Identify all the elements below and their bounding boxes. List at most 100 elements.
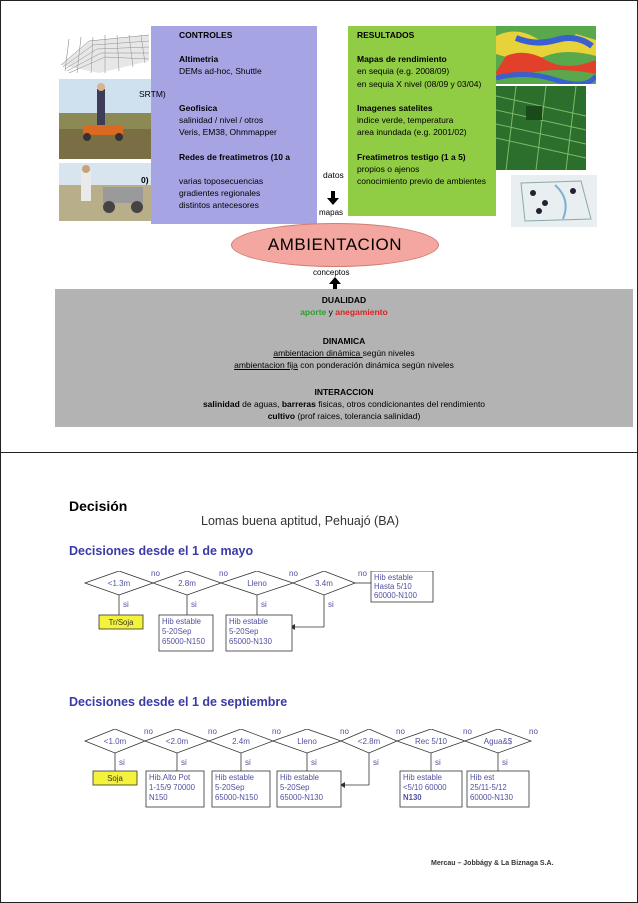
mayo-flowchart: <1.3m 2.8m Lleno 3.4m no no no no si si … [83, 571, 434, 652]
field-equipment-photo [59, 79, 151, 159]
mayo-outcome-1-label: Tr/Soja [109, 618, 135, 627]
mayo-si-3: si [261, 600, 267, 609]
sep-outcome-6-line-3: 60000-N130 [470, 793, 514, 802]
sep-diamond-7-label: Agua&$ [484, 737, 513, 746]
controles-line [179, 90, 290, 102]
sep-outcome-4 [276, 770, 342, 808]
piezometer-field-photo [59, 163, 151, 221]
resultados-line: propios o ajenos [357, 163, 420, 174]
interaccion-line1: salinidad de aguas, barreras fisicas, ot… [55, 398, 633, 410]
dinamica-line2: ambientacion fija con ponderación dinámi… [55, 359, 633, 371]
sep-diamond-4-label: Lleno [297, 737, 317, 746]
interaccion-l2-t: (prof raices, tolerancia salinidad) [295, 411, 421, 421]
controles-panel [151, 26, 317, 224]
sep-outcome-6-line-2: 25/11-5/12 [470, 783, 507, 792]
sep-no-1: no [144, 729, 153, 736]
dualidad-title: DUALIDAD [321, 295, 367, 305]
septiembre-flowchart: <1.0m <2.0m 2.4m Lleno <2.8m Rec 5/10 Ag… [83, 729, 538, 808]
up-arrow-icon [329, 277, 341, 291]
controles-line: Altimetria [179, 54, 219, 65]
sep-diamond-6-label: Rec 5/10 [415, 737, 448, 746]
controles-line: gradientes regionales [179, 188, 261, 199]
concepts-panel: DUALIDAD aporte y anegamiento DINAMICA a… [55, 289, 633, 427]
mayo-diamond-4-label: 3.4m [315, 579, 333, 588]
interaccion-title: INTERACCION [314, 387, 374, 397]
sep-outcome-2-line-2: 1-15/9 70000 [149, 783, 196, 792]
resultados-line: Imagenes satelites [357, 102, 433, 113]
mayo-outcome-2-line-3: 65000-N150 [162, 637, 206, 646]
resultados-line: en sequia (e.g. 2008/09) [357, 66, 450, 77]
resultados-line: Mapas de rendimiento [357, 54, 447, 65]
mayo-diamond-2-label: 2.8m [178, 579, 196, 588]
mayo-no-2: no [219, 571, 228, 578]
sep-diamond-7 [463, 729, 533, 754]
sep-outcome-5-line-1: Hib estable [403, 773, 442, 782]
sep-diamond-2-label: <2.0m [166, 737, 189, 746]
dinamica-line1: ambientacion dinámica según niveles [55, 347, 633, 359]
controles-overflow-0: 0) [141, 175, 149, 185]
sep-outcome-2 [145, 770, 205, 808]
decision-title: Decisión [69, 498, 128, 514]
controles-line: distintos antecesores [179, 200, 259, 211]
controles-line: varias toposecuencias [179, 176, 264, 187]
sep-outcome-5-line-3: N130 [403, 793, 422, 802]
resultados-line: conocimiento previo de ambientes [357, 176, 486, 187]
mayo-no-4: no [358, 571, 367, 578]
mayo-final-line-3: 60000-N100 [374, 591, 418, 600]
sep-no-2: no [208, 729, 217, 736]
resultados-line: en sequia X nivel (08/09 y 03/04) [357, 78, 482, 89]
sep-no-3: no [272, 729, 281, 736]
sep-outcome-2-line-1: Hib.Alto Pot [149, 773, 191, 782]
resultados-line [357, 90, 486, 102]
sep-outcome-5 [399, 770, 463, 808]
sep-si-4: si [311, 758, 317, 767]
sep-si-1: si [119, 758, 125, 767]
slide-decision: Decisión Lomas buena aptitud, Pehuajó (B… [0, 452, 638, 903]
sep-outcome-3 [211, 770, 271, 808]
sep-si-5: si [373, 758, 379, 767]
sep-outcome-5-line-2: <5/10 60000 [403, 783, 447, 792]
mayo-final-box [370, 571, 434, 603]
sep-no-6: no [463, 729, 472, 736]
sep-outcome-6-line-1: Hib est [470, 773, 495, 782]
controles-line [179, 163, 290, 175]
mayo-heading: Decisiones desde el 1 de mayo [69, 544, 254, 558]
sep-diamond-3-label: 2.4m [232, 737, 250, 746]
sep-outcome-2-line-3: N150 [149, 793, 168, 802]
mayo-si-1: si [123, 600, 129, 609]
resultados-line [357, 139, 486, 151]
sep-si-6: si [435, 758, 441, 767]
mayo-outcome-3-line-1: Hib estable [229, 617, 268, 626]
sep-outcome-4-line-1: Hib estable [280, 773, 319, 782]
resultados-line: indice verde, temperatura [357, 115, 454, 126]
interaccion-l1-t1: de aguas, [239, 399, 282, 409]
dinamica-line2-rest: con ponderación dinámica según niveles [297, 360, 454, 370]
sep-outcome-1 [92, 770, 138, 786]
mayo-outcome-2-line-1: Hib estable [162, 617, 201, 626]
aporte-text: aporte [300, 307, 327, 317]
mayo-outcome-2 [158, 614, 214, 652]
sep-outcome-3-line-1: Hib estable [215, 773, 254, 782]
ambientacion-fija-text: ambientacion fija [234, 360, 298, 370]
dinamica-line1-rest: según niveles [362, 348, 415, 358]
ambientacion-ellipse: AMBIENTACION [231, 223, 439, 267]
sep-diamond-5-label: <2.8m [358, 737, 381, 746]
sep-outcome-4-line-2: 5-20Sep [280, 783, 310, 792]
footer-credit: Mercau – Jobbágy & La Biznaga S.A. [431, 860, 554, 867]
conceptos-label: conceptos [313, 268, 350, 277]
sep-no-5: no [396, 729, 405, 736]
controles-line: Veris, EM38, Ohmmapper [179, 127, 277, 138]
controles-line: DEMs ad-hoc, Shuttle [179, 66, 262, 77]
sep-no-7: no [529, 729, 538, 736]
sep-outcome-6 [466, 770, 530, 808]
sep-outcome-1-label: Soja [107, 774, 123, 783]
controles-line: Geofisica [179, 102, 218, 113]
controles-title: CONTROLES [179, 30, 233, 40]
interaccion-line2: cultivo (prof raices, tolerancia salinid… [55, 410, 633, 422]
sep-arrowhead [340, 782, 345, 788]
